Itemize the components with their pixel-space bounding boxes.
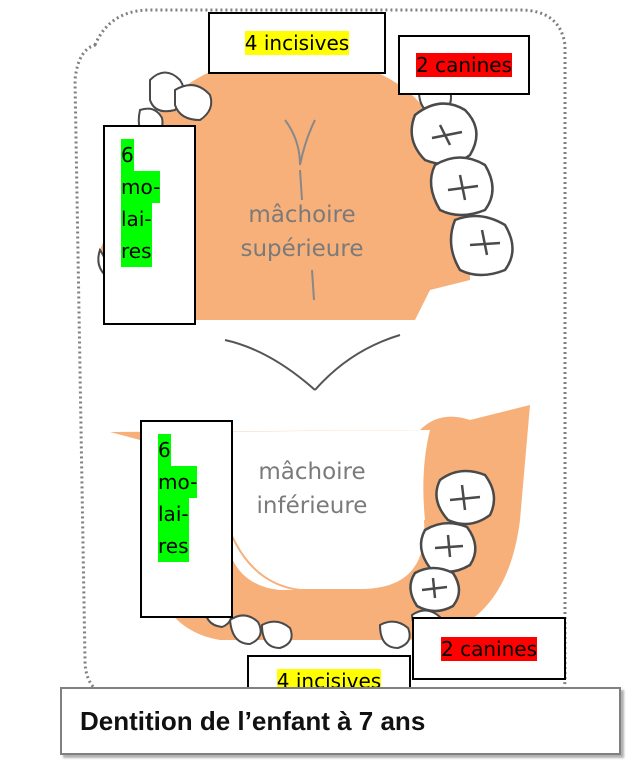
upper-canines-box: 2 canines bbox=[398, 35, 530, 95]
upper-jaw-label: mâchoire supérieure bbox=[222, 198, 382, 266]
lower-molars-box: 6 mo- lai- res bbox=[140, 420, 233, 618]
upper-incisors-box: 4 incisives bbox=[208, 12, 386, 74]
lower-molars-right bbox=[409, 469, 496, 613]
lower-tongue-space bbox=[185, 430, 430, 590]
lower-tooth-3 bbox=[378, 620, 411, 650]
upper-molar-2-cusp bbox=[447, 174, 479, 201]
lower-molar-3-cusp bbox=[421, 577, 448, 599]
upper-molars-right bbox=[410, 102, 514, 277]
dotted-frame bbox=[73, 8, 567, 702]
lower-molars-line-2: mo- bbox=[158, 466, 198, 498]
mouth-curve-upper bbox=[224, 339, 316, 391]
upper-jaw-label-line-1: mâchoire bbox=[248, 202, 356, 228]
upper-molars-line-2: mo- bbox=[121, 171, 161, 203]
lower-tooth-1 bbox=[228, 614, 262, 646]
lower-molars-line-4: res bbox=[158, 530, 189, 562]
upper-molars-line-1: 6 bbox=[121, 139, 134, 171]
caption: Dentition de l’enfant à 7 ans bbox=[60, 687, 621, 755]
upper-palate-midline bbox=[284, 119, 316, 201]
lower-tooth-2 bbox=[260, 620, 293, 650]
upper-molars-box: 6 mo- lai- res bbox=[103, 125, 196, 325]
upper-molar-3 bbox=[449, 214, 514, 277]
lower-molars-line-1: 6 bbox=[158, 434, 171, 466]
lower-jaw-label: mâchoire inférieure bbox=[232, 455, 392, 523]
upper-tooth-2 bbox=[174, 84, 213, 122]
mouth-curve-lower bbox=[314, 334, 401, 391]
lower-molar-2-cusp bbox=[434, 534, 464, 558]
upper-palate-line bbox=[311, 269, 315, 301]
upper-molars-line-4: res bbox=[121, 235, 152, 267]
upper-molar-1-cusp bbox=[431, 124, 463, 146]
upper-molars-line-3: lai- bbox=[121, 203, 152, 235]
lower-canines-label: 2 canines bbox=[441, 636, 537, 661]
upper-jaw-label-line-2: supérieure bbox=[240, 236, 364, 262]
upper-molar-3-cusp bbox=[469, 229, 501, 256]
lower-molar-1-cusp bbox=[449, 484, 481, 511]
lower-jaw-label-line-2: inférieure bbox=[256, 493, 368, 519]
lower-jaw-label-line-1: mâchoire bbox=[258, 459, 366, 485]
lower-canines-box: 2 canines bbox=[412, 617, 566, 680]
lower-molars-line-3: lai- bbox=[158, 498, 189, 530]
upper-incisors-label: 4 incisives bbox=[244, 31, 350, 55]
upper-canines-label: 2 canines bbox=[416, 53, 512, 77]
